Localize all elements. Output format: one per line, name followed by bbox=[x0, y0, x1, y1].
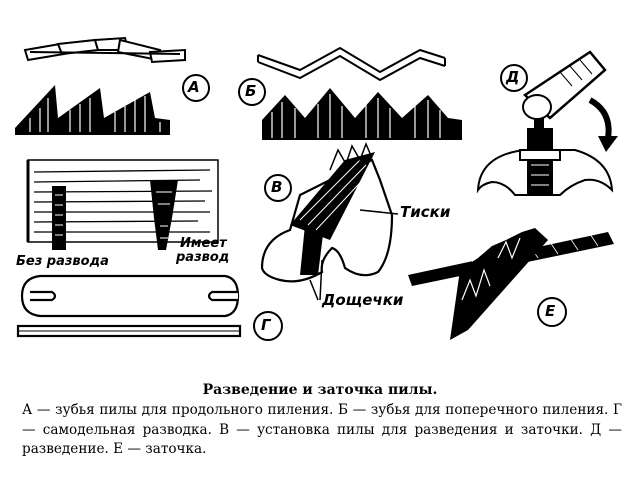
set-tool-edge bbox=[16, 324, 242, 338]
label-a: А bbox=[188, 78, 200, 96]
label-vise: Тиски bbox=[400, 203, 451, 221]
label-no-set: Без развода bbox=[16, 254, 109, 269]
saw-blade-sharpening bbox=[450, 228, 548, 340]
panel-b-top-view bbox=[257, 46, 446, 82]
boards-leaders bbox=[309, 259, 323, 301]
panel-d-clamp bbox=[476, 118, 614, 196]
label-has-set-1: Имеет bbox=[180, 236, 227, 251]
label-boards: Дощечки bbox=[322, 291, 404, 309]
panel-e-label-circle bbox=[537, 297, 567, 327]
saw-no-set bbox=[52, 186, 66, 250]
panel-a-label-circle bbox=[182, 74, 210, 102]
caption-text: А — зубья пилы для продольного пиления. … bbox=[22, 402, 622, 457]
panel-a-top-view bbox=[23, 36, 186, 64]
label-d: Д bbox=[506, 68, 520, 86]
set-tool-plate bbox=[20, 274, 240, 318]
vise-body bbox=[260, 141, 399, 283]
panel-v-label-circle bbox=[264, 174, 292, 202]
label-has-set-2: развод bbox=[176, 250, 230, 265]
setting-tool bbox=[522, 50, 607, 120]
saw-with-set bbox=[150, 180, 178, 250]
panel-a-side-view bbox=[15, 85, 170, 135]
label-v: В bbox=[271, 178, 283, 196]
panel-b-label-circle bbox=[238, 78, 266, 106]
rotation-arrow bbox=[588, 97, 618, 152]
label-b: Б bbox=[245, 82, 257, 100]
panel-g-label-circle bbox=[253, 311, 283, 341]
label-e: Е bbox=[545, 302, 556, 320]
caption-title: Разведение и заточка пилы. bbox=[202, 382, 438, 398]
panel-b-side-view bbox=[262, 88, 462, 140]
label-g: Г bbox=[261, 316, 271, 334]
panel-d-label-circle bbox=[500, 64, 528, 92]
